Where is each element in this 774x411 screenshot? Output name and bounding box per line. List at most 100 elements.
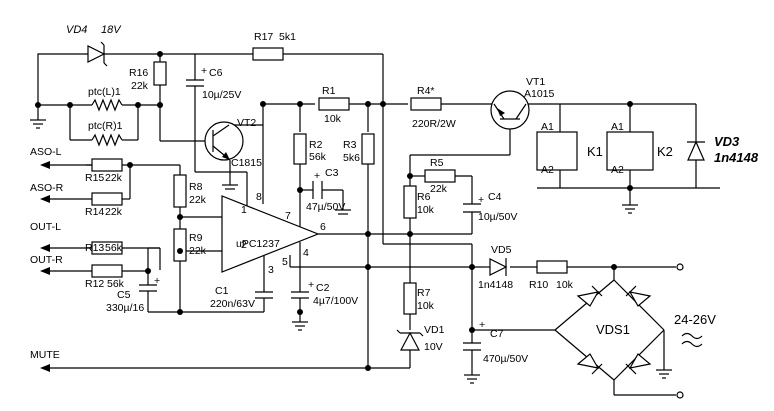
r16-ref: R16 xyxy=(129,67,148,79)
c7-value: 470µ/50V xyxy=(483,353,528,365)
r5-value: 22k xyxy=(430,183,448,195)
ic-upc1237 xyxy=(221,195,320,273)
out-r-label: OUT-R xyxy=(30,254,63,266)
vds1-ref: VDS1 xyxy=(596,322,630,337)
c5-plus: + xyxy=(154,275,160,287)
r3-body xyxy=(361,133,375,165)
r9-body xyxy=(173,228,187,262)
ic-pin8: 8 xyxy=(256,191,262,203)
vt2-value: C1815 xyxy=(231,157,262,169)
k2-ref: K2 xyxy=(657,144,673,159)
ic-pin3: 3 xyxy=(268,264,274,276)
r4-ref: R4* xyxy=(417,85,435,97)
vt1-symbol xyxy=(490,90,530,130)
c5-ref: C5 xyxy=(117,289,131,301)
r13-body xyxy=(91,241,123,255)
k1-ref: K1 xyxy=(587,144,603,159)
vd4-symbol xyxy=(87,41,108,67)
r10-ref: R10 xyxy=(529,279,548,291)
vt1-ref: VT1 xyxy=(526,76,545,88)
arrow-left-icon xyxy=(40,244,50,252)
c2-symbol xyxy=(291,291,309,299)
ptc-r-body xyxy=(91,133,123,147)
c2-value: 4µ7/100V xyxy=(313,295,358,307)
ground-icon xyxy=(222,184,238,190)
r8-ref: R8 xyxy=(189,181,203,193)
supply-voltage-label: 24-26V xyxy=(674,312,716,327)
c2-plus: + xyxy=(308,279,314,291)
c5-value: 330µ/16 xyxy=(106,302,144,314)
vd4-ref: VD4 xyxy=(66,24,87,36)
r8-body xyxy=(173,174,187,208)
c3-plus: + xyxy=(314,170,320,182)
r7-body xyxy=(403,282,417,315)
ic-ref: uPC1237 xyxy=(236,238,280,250)
c1-ref: C1 xyxy=(215,285,229,297)
r12-ref: R12 xyxy=(85,278,104,290)
c1-symbol xyxy=(255,291,273,299)
r13-ref: R13 xyxy=(85,242,104,254)
vd3-value: 1n4148 xyxy=(714,150,759,165)
k1-pin1: A1 xyxy=(541,121,554,133)
r6-value: 10k xyxy=(417,204,435,216)
vd3-ref: VD3 xyxy=(714,134,740,149)
r7-value: 10k xyxy=(417,300,435,312)
vd5-symbol xyxy=(489,258,508,276)
vds1-bridge xyxy=(554,279,665,381)
ic-pin1: 1 xyxy=(241,204,247,216)
ptc-l-ref: ptc(L)1 xyxy=(88,86,121,98)
vd1-value: 10V xyxy=(424,341,443,353)
signal-labels: ASO-L ASO-R OUT-L OUT-R MUTE 24-26V xyxy=(30,146,716,361)
r4-value: 220R/2W xyxy=(412,118,456,130)
ptc-l-body xyxy=(91,98,123,112)
r6-ref: R6 xyxy=(417,191,431,203)
r15-body xyxy=(91,158,123,172)
r14-value: 22k xyxy=(105,206,123,218)
ac-symbol-icon xyxy=(681,340,703,348)
r3-value: 5k6 xyxy=(343,152,360,164)
r2-body xyxy=(293,133,307,165)
r10-body xyxy=(536,260,568,274)
transistors xyxy=(204,90,530,161)
c4-ref: C4 xyxy=(488,191,502,203)
terminal-icon xyxy=(676,263,684,271)
k1-coil xyxy=(536,131,578,171)
r12-value: 56k xyxy=(107,278,125,290)
c3-symbol xyxy=(312,181,323,199)
c4-plus: + xyxy=(478,194,484,206)
r13-value: 56k xyxy=(105,242,123,254)
c6-symbol xyxy=(186,79,204,87)
r16-body xyxy=(153,61,167,86)
ground-icon xyxy=(30,119,46,129)
terminal-icon xyxy=(676,391,684,399)
ic-pin6: 6 xyxy=(320,221,326,233)
vd1-symbol xyxy=(396,329,424,351)
r17-ref: R17 xyxy=(254,31,273,43)
vd4-value: 18V xyxy=(101,24,122,36)
r9-ref: R9 xyxy=(189,232,203,244)
ground-icon xyxy=(622,204,638,214)
resistors xyxy=(91,47,654,315)
component-labels: VD4 18V R17 5k1 R16 22k + C6 10µ/25V ptc… xyxy=(66,24,759,365)
r14-ref: R14 xyxy=(85,206,104,218)
junctions xyxy=(35,51,633,371)
r4-body xyxy=(410,97,442,111)
ic-pin5: 5 xyxy=(282,256,288,268)
c6-value: 10µ/25V xyxy=(202,89,241,101)
ground-icon xyxy=(335,209,351,215)
arrow-left-icon xyxy=(40,195,50,203)
k2-pin1: A1 xyxy=(611,121,624,133)
r16-value: 22k xyxy=(131,80,149,92)
c4-value: 10µ/50V xyxy=(478,211,517,223)
c3-ref: C3 xyxy=(325,167,339,179)
ptc-r-ref: ptc(R)1 xyxy=(88,120,123,132)
c7-plus: + xyxy=(479,319,485,331)
c1-value: 220n/63V xyxy=(210,298,255,310)
r15-value: 22k xyxy=(105,172,123,184)
vd3-symbol xyxy=(687,140,705,161)
k2-coil xyxy=(606,131,654,171)
c6-plus: + xyxy=(201,65,207,77)
capacitors xyxy=(139,79,481,351)
r6-body xyxy=(403,185,417,219)
out-l-label: OUT-L xyxy=(30,221,61,233)
